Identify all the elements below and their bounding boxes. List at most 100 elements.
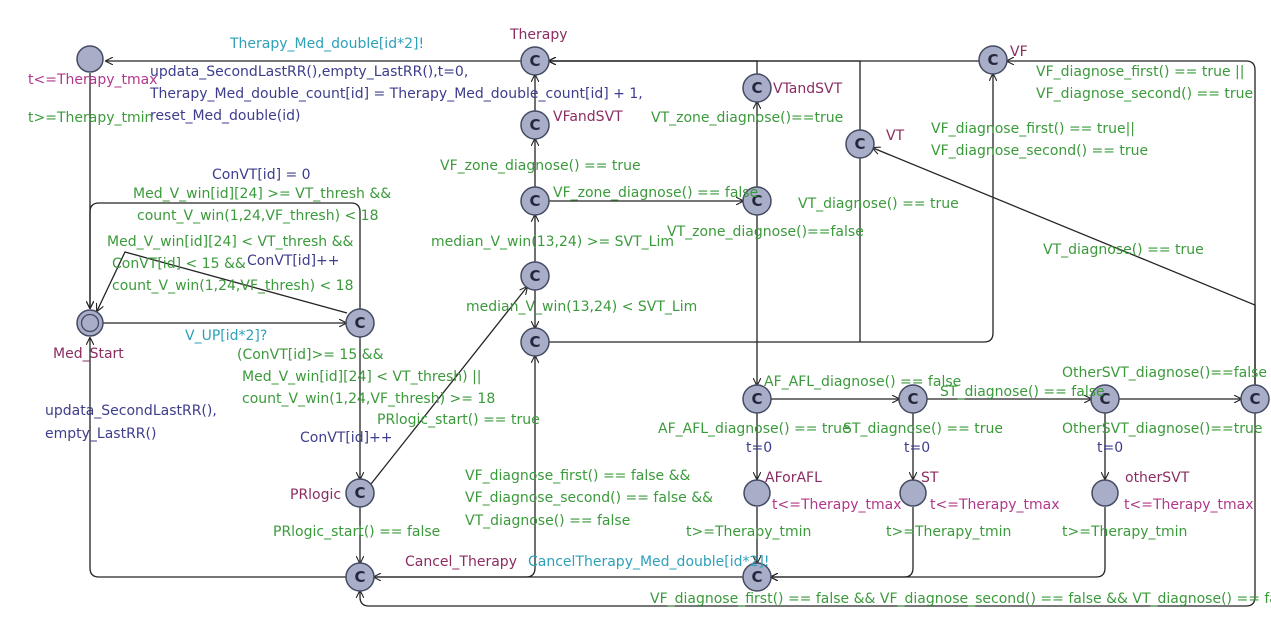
edge-to-vf[interactable] bbox=[549, 74, 993, 343]
guard-tmin-st: t>=Therapy_tmin bbox=[886, 524, 1011, 540]
assign-top-line3: reset_Med_double(id) bbox=[150, 108, 300, 124]
location-vf-zone-check[interactable]: C bbox=[520, 186, 550, 216]
assign-medstart-line2: empty_LastRR() bbox=[45, 426, 156, 442]
svg-text:C: C bbox=[751, 390, 762, 408]
guard-cancel-line3: VT_diagnose() == false bbox=[465, 513, 630, 529]
name-vt: VT bbox=[886, 128, 905, 144]
guard-median-lt: median_V_win(13,24) < SVT_Lim bbox=[466, 299, 697, 315]
location-right-check[interactable]: C bbox=[1240, 384, 1270, 414]
edge-loop-inner[interactable] bbox=[97, 251, 348, 314]
svg-text:C: C bbox=[854, 135, 865, 153]
guard-vf-top-line1: VF_diagnose_first() == true || bbox=[1036, 64, 1244, 80]
location-prlogic[interactable]: C bbox=[345, 478, 375, 508]
svg-text:C: C bbox=[354, 484, 365, 502]
location-med-start[interactable] bbox=[76, 309, 104, 337]
guard-medv-lt-line3: count_V_win(1,24,VF_thresh) < 18 bbox=[112, 278, 354, 294]
edge-vtandsvt-to-therapy[interactable] bbox=[549, 61, 758, 74]
edges bbox=[90, 61, 1256, 607]
location-othersvt[interactable] bbox=[1091, 479, 1119, 507]
guard-medv-lt-line1: Med_V_win[id][24] < VT_thresh && bbox=[107, 234, 354, 250]
svg-text:C: C bbox=[529, 116, 540, 134]
guard-afafl-true: AF_AFL_diagnose() == true bbox=[658, 421, 851, 437]
location-vfandsvt[interactable]: C bbox=[520, 110, 550, 140]
location-median-low[interactable]: C bbox=[520, 327, 550, 357]
invariant-othersvt: t<=Therapy_tmax bbox=[1124, 497, 1254, 513]
sync-cancel-therapy: CancelTherapy_Med_double[id*2]! bbox=[528, 554, 770, 570]
edge-cancel-to-therapy[interactable] bbox=[374, 356, 535, 578]
guard-vt-true-long: VT_diagnose() == true bbox=[1043, 242, 1204, 258]
location-vt-zone-check[interactable]: C bbox=[742, 186, 772, 216]
guard-vtzone-true: VT_zone_diagnose()==true bbox=[651, 110, 843, 126]
edge-right-to-vf[interactable] bbox=[1007, 61, 1256, 385]
guard-median-ge: median_V_win(13,24) >= SVT_Lim bbox=[431, 234, 674, 250]
edge-labels: Therapy_Med_double[id*2]! updata_SecondL… bbox=[28, 36, 1271, 607]
svg-text:C: C bbox=[354, 314, 365, 332]
svg-text:C: C bbox=[1249, 390, 1260, 408]
location-aforafl[interactable] bbox=[743, 479, 771, 507]
edge-cancel-to-medstart[interactable] bbox=[90, 338, 346, 578]
guard-pr-line1: (ConVT[id]>= 15 && bbox=[237, 347, 384, 363]
svg-text:C: C bbox=[529, 333, 540, 351]
guard-pr-line3: count_V_win(1,24,VF_thresh) >= 18 bbox=[242, 391, 495, 407]
location-cancel-therapy[interactable]: C bbox=[345, 562, 375, 592]
guard-prlogic-true: PRlogic_start() == true bbox=[377, 412, 540, 428]
svg-text:C: C bbox=[529, 267, 540, 285]
assign-t0-afafl: t=0 bbox=[746, 440, 772, 456]
svg-text:C: C bbox=[1099, 390, 1110, 408]
guard-cancel-line2: VF_diagnose_second() == false && bbox=[465, 490, 713, 506]
assign-top-line2: Therapy_Med_double_count[id] = Therapy_M… bbox=[149, 86, 643, 102]
svg-text:C: C bbox=[987, 51, 998, 69]
location-st-check[interactable]: C bbox=[898, 384, 928, 414]
edge-right-to-cancel[interactable] bbox=[360, 413, 1256, 607]
assign-convt-reset: ConVT[id] = 0 bbox=[212, 167, 311, 183]
svg-text:C: C bbox=[907, 390, 918, 408]
guard-othersvt-false: OtherSVT_diagnose()==false bbox=[1062, 365, 1267, 381]
svg-text:C: C bbox=[529, 52, 540, 70]
invariant-wait-top: t<=Therapy_tmax bbox=[28, 72, 158, 88]
location-othersvt-check[interactable]: C bbox=[1090, 384, 1120, 414]
sync-therapy-med-double: Therapy_Med_double[id*2]! bbox=[229, 36, 424, 52]
location-median-check[interactable]: C bbox=[520, 261, 550, 291]
edge-prlogic-to-median[interactable] bbox=[370, 287, 527, 485]
invariant-st: t<=Therapy_tmax bbox=[930, 497, 1060, 513]
guard-medv-lt-line2: ConVT[id] < 15 && bbox=[112, 256, 246, 272]
guard-st-true: ST_diagnose() == true bbox=[843, 421, 1003, 437]
name-prlogic: PRlogic bbox=[290, 487, 341, 503]
location-vup[interactable]: C bbox=[345, 308, 375, 338]
location-vtandsvt[interactable]: C bbox=[742, 73, 772, 103]
location-wait-top[interactable] bbox=[76, 45, 104, 73]
name-vf: VF bbox=[1010, 44, 1028, 60]
edge-othersvt-to-cancel[interactable] bbox=[771, 507, 1106, 577]
guard-vf-first-line2: VF_diagnose_second() == true bbox=[931, 143, 1148, 159]
guard-vt-true: VT_diagnose() == true bbox=[798, 196, 959, 212]
location-cancel2[interactable]: C bbox=[742, 562, 772, 592]
guard-vf-first-line1: VF_diagnose_first() == true|| bbox=[931, 121, 1135, 137]
locations: C C C C C C C C bbox=[76, 45, 1270, 592]
guard-medv-ge-line2: count_V_win(1,24,VF_thresh) < 18 bbox=[137, 208, 379, 224]
guard-prlogic-false: PRlogic_start() == false bbox=[273, 524, 440, 540]
name-vtandsvt: VTandSVT bbox=[773, 81, 843, 97]
name-vfandsvt: VFandSVT bbox=[553, 109, 623, 125]
location-st[interactable] bbox=[899, 479, 927, 507]
edge-right-to-vt[interactable] bbox=[873, 148, 1256, 385]
location-vt[interactable]: C bbox=[845, 129, 875, 159]
edge-loop-outer[interactable] bbox=[90, 202, 361, 309]
svg-text:C: C bbox=[751, 79, 762, 97]
assign-medstart-line1: updata_SecondLastRR(), bbox=[45, 403, 217, 419]
location-afafl-check[interactable]: C bbox=[742, 384, 772, 414]
invariant-aforafl: t<=Therapy_tmax bbox=[772, 497, 902, 513]
guard-vfzone-false: VF_zone_diagnose() == false bbox=[553, 185, 758, 201]
name-therapy: Therapy bbox=[509, 27, 568, 43]
guard-tmin-top: t>=Therapy_tmin bbox=[28, 110, 153, 126]
guard-vtzone-false: VT_zone_diagnose()==false bbox=[667, 224, 864, 240]
guard-vfzone-true: VF_zone_diagnose() == true bbox=[440, 158, 641, 174]
edge-st-to-cancel[interactable] bbox=[771, 507, 914, 577]
svg-text:C: C bbox=[751, 192, 762, 210]
location-therapy[interactable]: C bbox=[520, 46, 550, 76]
assign-convt-inc-a: ConVT[id]++ bbox=[247, 253, 340, 269]
name-othersvt: otherSVT bbox=[1125, 470, 1190, 486]
guard-vf-top-line2: VF_diagnose_second() == true bbox=[1036, 86, 1253, 102]
location-vf[interactable]: C bbox=[978, 45, 1008, 75]
guard-medv-ge-line1: Med_V_win[id][24] >= VT_thresh && bbox=[133, 186, 391, 202]
guard-tmin-afafl: t>=Therapy_tmin bbox=[686, 524, 811, 540]
